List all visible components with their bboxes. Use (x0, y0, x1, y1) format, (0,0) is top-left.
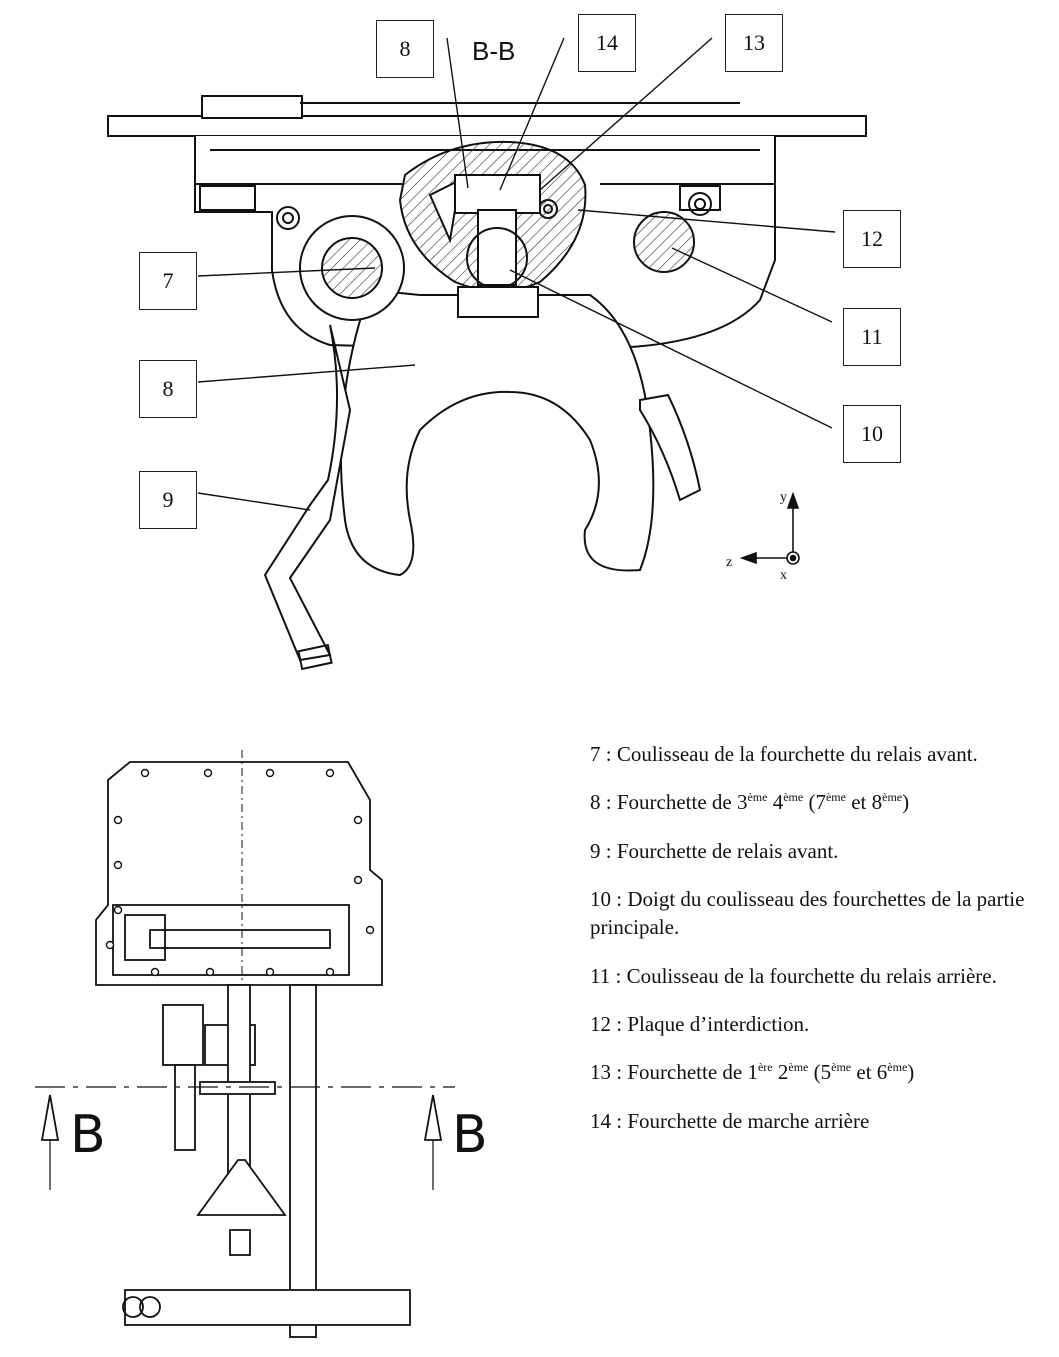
finger-part-10 (477, 209, 517, 286)
top-block (201, 95, 303, 119)
legend: 7 : Coulisseau de la fourchette du relai… (590, 740, 1030, 1155)
screw (276, 206, 300, 230)
housing-holes (105, 768, 375, 977)
legend-item-13: 13 : Fourchette de 1ère 2ème (5ème et 6è… (590, 1060, 915, 1085)
fork-part-9 (263, 324, 352, 662)
section-title: B-B (472, 36, 516, 66)
bottom-fork-outline (196, 1159, 287, 1216)
callout-8: 8 (139, 360, 197, 418)
section-mark-right: B (452, 1105, 488, 1165)
callout-7: 7 (139, 252, 197, 310)
legend-item-12: 12 : Plaque d’interdiction. (590, 1012, 810, 1037)
assembly-view (35, 750, 455, 1338)
axis-triad (739, 491, 800, 565)
legend-item-8: 8 : Fourchette de 3ème 4ème (7ème et 8èm… (590, 790, 910, 815)
callout-12: 12 (843, 210, 901, 268)
screw (688, 192, 712, 216)
legend-item-9: 9 : Fourchette de relais avant. (590, 838, 839, 863)
legend-item-14: 14 : Fourchette de marche arrière (590, 1108, 870, 1133)
callout-10: 10 (843, 405, 901, 463)
section-mark-left: B (70, 1105, 106, 1165)
leader-lines (197, 37, 836, 511)
slider-part-11 (633, 211, 695, 273)
callout-14: 14 (578, 14, 636, 72)
legend-item-7: 7 : Coulisseau de la fourchette du relai… (590, 742, 978, 766)
fork-part-8 (339, 288, 655, 577)
callout-8-top: 8 (376, 20, 434, 78)
legend-item-10: 10 : Doigt du coulisseau des fourchettes… (590, 887, 1025, 940)
callout-9: 9 (139, 471, 197, 529)
bottom-shaft (124, 1289, 411, 1326)
section-view-b-b (107, 95, 867, 671)
axis-label-y: y (780, 490, 787, 505)
callout-11: 11 (843, 308, 901, 366)
callout-13: 13 (725, 14, 783, 72)
legend-item-11: 11 : Coulisseau de la fourchette du rela… (590, 963, 997, 988)
axis-label-x: x (780, 568, 787, 583)
axis-label-z: z (726, 555, 733, 570)
